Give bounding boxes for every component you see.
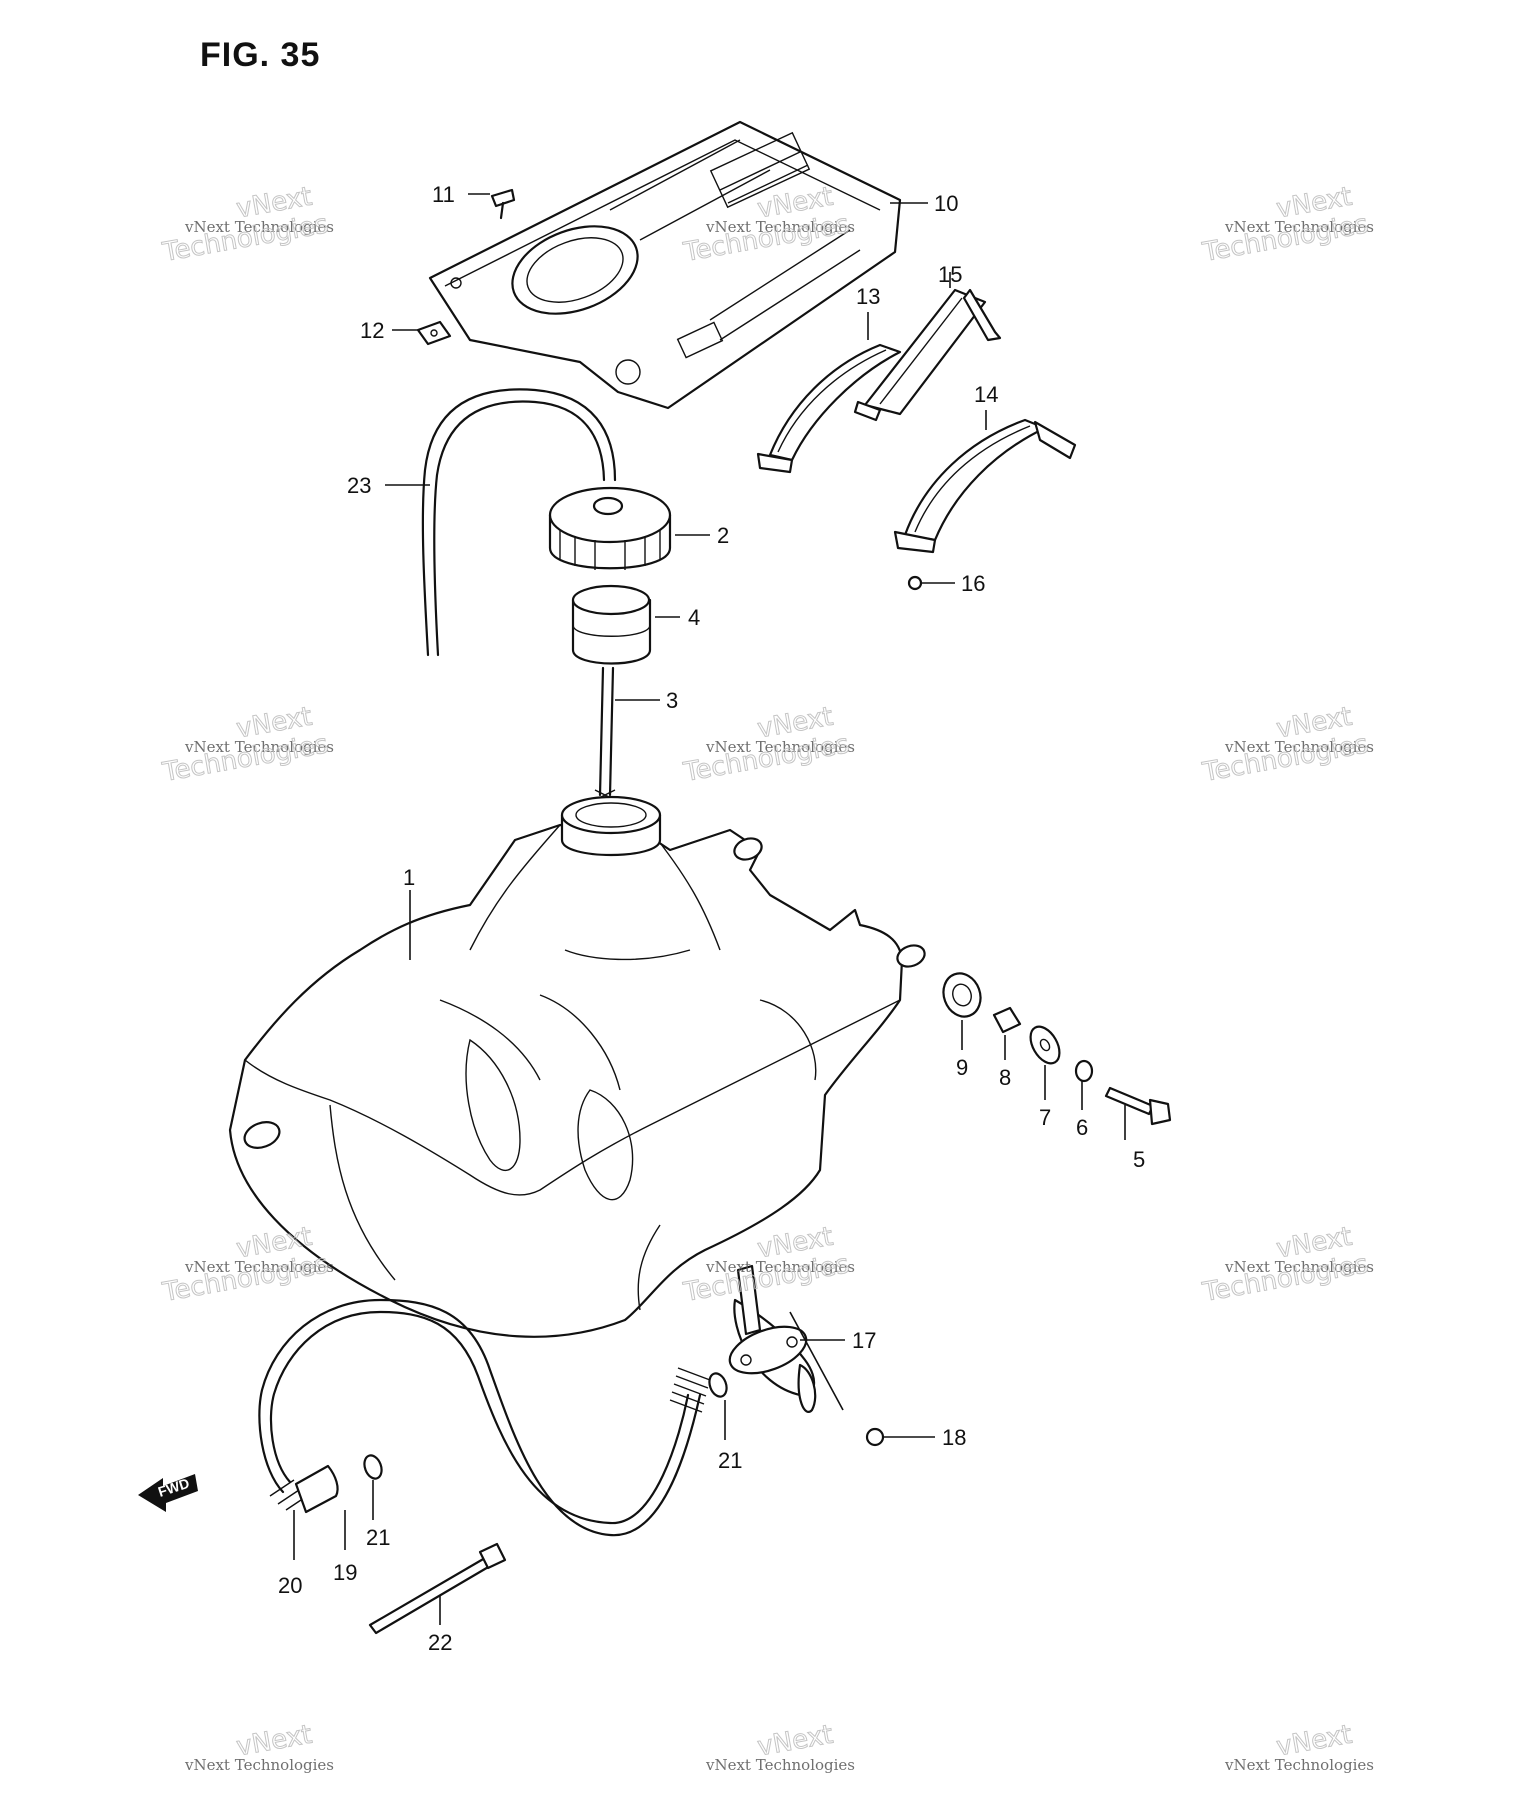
collar-8: [992, 1006, 1022, 1034]
callout-10: 10: [934, 191, 958, 216]
callout-14: 14: [974, 382, 998, 407]
leader-lines: [293, 193, 1126, 1625]
fuel-tank-1: [228, 795, 926, 1338]
svg-text:vNext Technologies: vNext Technologies: [184, 1756, 334, 1774]
callout-6: 6: [1076, 1115, 1088, 1140]
callout-15: 15: [938, 262, 962, 287]
svg-text:vNext Technologies: vNext Technologies: [184, 738, 334, 756]
svg-text:vNext Technologies: vNext Technologies: [705, 218, 855, 236]
watermark: vNext Technologies Technologies vNext: [1199, 1221, 1374, 1308]
figure-title: FIG. 35: [200, 36, 321, 74]
strap-13: [756, 343, 902, 474]
svg-text:vNext Technologies: vNext Technologies: [184, 218, 334, 236]
svg-text:vNext Technologies: vNext Technologies: [1224, 738, 1374, 756]
watermark: vNext Technologies vNext: [184, 1719, 334, 1774]
callout-8: 8: [999, 1065, 1011, 1090]
callout-numbers: 1 2 3 4 5 6 7 8 9 10 11 12 13 14 15 16 1…: [278, 182, 1145, 1655]
callout-16: 16: [961, 571, 985, 596]
clamp-21b: [708, 1372, 728, 1398]
callout-20: 20: [278, 1573, 302, 1598]
callout-11: 11: [432, 182, 455, 207]
watermark: vNext Technologies vNext: [705, 1719, 855, 1774]
band-22: [368, 1542, 507, 1635]
clip-nut-12: [416, 320, 452, 346]
clamp-21a: [363, 1454, 383, 1480]
fuel-hose-20: [258, 1298, 711, 1537]
watermark: vNext Technologies Technologies vNext: [1199, 181, 1374, 268]
tank-cover: [428, 120, 902, 410]
bolt-5: [1104, 1086, 1172, 1126]
svg-text:vNext Technologies: vNext Technologies: [705, 1258, 855, 1276]
breather-hose-23: [421, 388, 617, 657]
callout-22: 22: [428, 1630, 452, 1655]
callout-19: 19: [333, 1560, 357, 1585]
svg-text:vNext Technologies: vNext Technologies: [1224, 1756, 1374, 1774]
svg-text:vNext Technologies: vNext Technologies: [1224, 1258, 1374, 1276]
callout-21a: 21: [366, 1525, 390, 1550]
gauge-3: [594, 666, 616, 801]
callout-1: 1: [403, 865, 415, 890]
screw-11: [490, 188, 516, 220]
svg-text:vNext Technologies: vNext Technologies: [705, 1756, 855, 1774]
grommet-9: [942, 972, 982, 1018]
fuel-cap-2: [548, 486, 672, 570]
callout-5: 5: [1133, 1147, 1145, 1172]
watermark: vNext Technologies Technologies vNext: [680, 701, 855, 788]
screw-18: [865, 1427, 885, 1447]
callout-7: 7: [1039, 1105, 1051, 1130]
svg-text:vNext Technologies: vNext Technologies: [705, 738, 855, 756]
svg-text:vNext Technologies: vNext Technologies: [1224, 218, 1374, 236]
strap-15: [853, 288, 1002, 422]
strap-14: [893, 418, 1077, 554]
callout-4: 4: [688, 605, 700, 630]
callout-12: 12: [360, 318, 384, 343]
callout-17: 17: [852, 1328, 876, 1353]
hose-19: [294, 1464, 339, 1514]
forward-arrow-icon: FWD: [138, 1474, 198, 1512]
callout-18: 18: [942, 1425, 966, 1450]
watermark: vNext Technologies Technologies vNext: [159, 181, 334, 268]
washer-7: [1029, 1025, 1061, 1065]
watermark: vNext Technologies Technologies vNext: [680, 1221, 855, 1308]
svg-text:vNext Technologies: vNext Technologies: [184, 1258, 334, 1276]
watermark: vNext Technologies Technologies vNext: [1199, 701, 1374, 788]
watermark: vNext Technologies vNext: [1224, 1719, 1374, 1774]
gasket-4: [571, 584, 652, 665]
watermark: vNext Technologies Technologies vNext: [159, 701, 334, 788]
bolt-16: [907, 575, 923, 591]
callout-13: 13: [856, 284, 880, 309]
fuel-cock-17: [728, 1264, 817, 1413]
nut-6: [1074, 1059, 1094, 1083]
watermark: vNext Technologies Technologies vNext: [159, 1221, 334, 1308]
callout-2: 2: [717, 523, 729, 548]
callout-23: 23: [347, 473, 371, 498]
callout-3: 3: [666, 688, 678, 713]
callout-21b: 21: [718, 1448, 742, 1473]
callout-9: 9: [956, 1055, 968, 1080]
